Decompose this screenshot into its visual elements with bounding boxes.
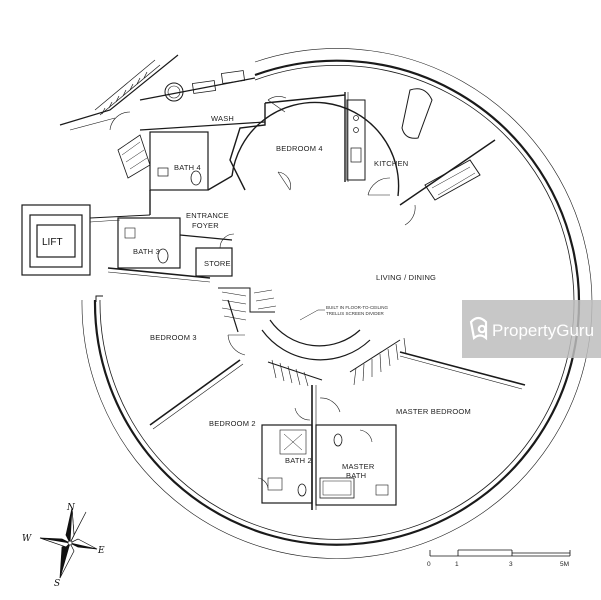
compass-n: N <box>66 503 76 513</box>
annotation-line2: TRELLIS SCREEN DIVIDER <box>326 311 385 316</box>
trellis-annotation: BUILT IN FLOOR-TO-CEILING TRELLIS SCREEN… <box>326 305 389 316</box>
bath2-master-bath <box>261 424 397 506</box>
trellis-screen <box>218 287 407 387</box>
lift-shaft <box>21 204 91 276</box>
label-master-bedroom: MASTER BEDROOM <box>396 407 471 416</box>
bath4-walls <box>117 131 209 191</box>
scale-bar: 0 1 3 5M <box>427 549 571 568</box>
label-lift: LIFT <box>42 237 63 248</box>
label-bath3: BATH 3 <box>133 247 160 256</box>
label-entrance: ENTRANCE <box>186 211 229 220</box>
bath3-walls <box>117 217 235 277</box>
kitchen-fixtures <box>346 88 481 226</box>
propertyguru-logo-icon <box>469 316 488 341</box>
scale-label-5m: 5M <box>560 561 569 568</box>
compass-s: S <box>54 579 60 589</box>
label-foyer: FOYER <box>192 221 219 230</box>
watermark: PropertyGuru <box>462 300 601 358</box>
annotation-line1: BUILT IN FLOOR-TO-CEILING <box>326 305 389 310</box>
label-kitchen: KITCHEN <box>374 159 408 168</box>
watermark-text: PropertyGuru <box>492 321 594 340</box>
label-bath2: BATH 2 <box>285 456 312 465</box>
scale-label-1: 1 <box>455 561 459 568</box>
radial-walls <box>107 92 526 510</box>
compass-w: W <box>22 534 32 544</box>
scale-label-0: 0 <box>427 561 431 568</box>
compass-rose-icon <box>39 507 98 579</box>
label-living-dining: LIVING / DINING <box>376 273 436 282</box>
wash-area <box>59 54 266 131</box>
room-labels: WASH BEDROOM 4 KITCHEN BATH 4 ENTRANCE F… <box>42 114 471 480</box>
label-master-bath: BATH <box>346 471 366 480</box>
compass-e: E <box>97 546 105 556</box>
outer-wall <box>81 48 593 559</box>
label-bedroom3: BEDROOM 3 <box>150 333 197 342</box>
label-bath4: BATH 4 <box>174 163 201 172</box>
label-bedroom4: BEDROOM 4 <box>276 144 323 153</box>
compass: N S E W <box>22 503 105 589</box>
label-wash: WASH <box>211 114 234 123</box>
label-master: MASTER <box>342 462 375 471</box>
inner-wall <box>231 101 400 361</box>
scale-label-3: 3 <box>509 561 513 568</box>
label-store: STORE <box>204 259 231 268</box>
bedroom4-walls <box>229 94 346 191</box>
foyer-walls <box>89 175 233 223</box>
label-bedroom2: BEDROOM 2 <box>209 419 256 428</box>
